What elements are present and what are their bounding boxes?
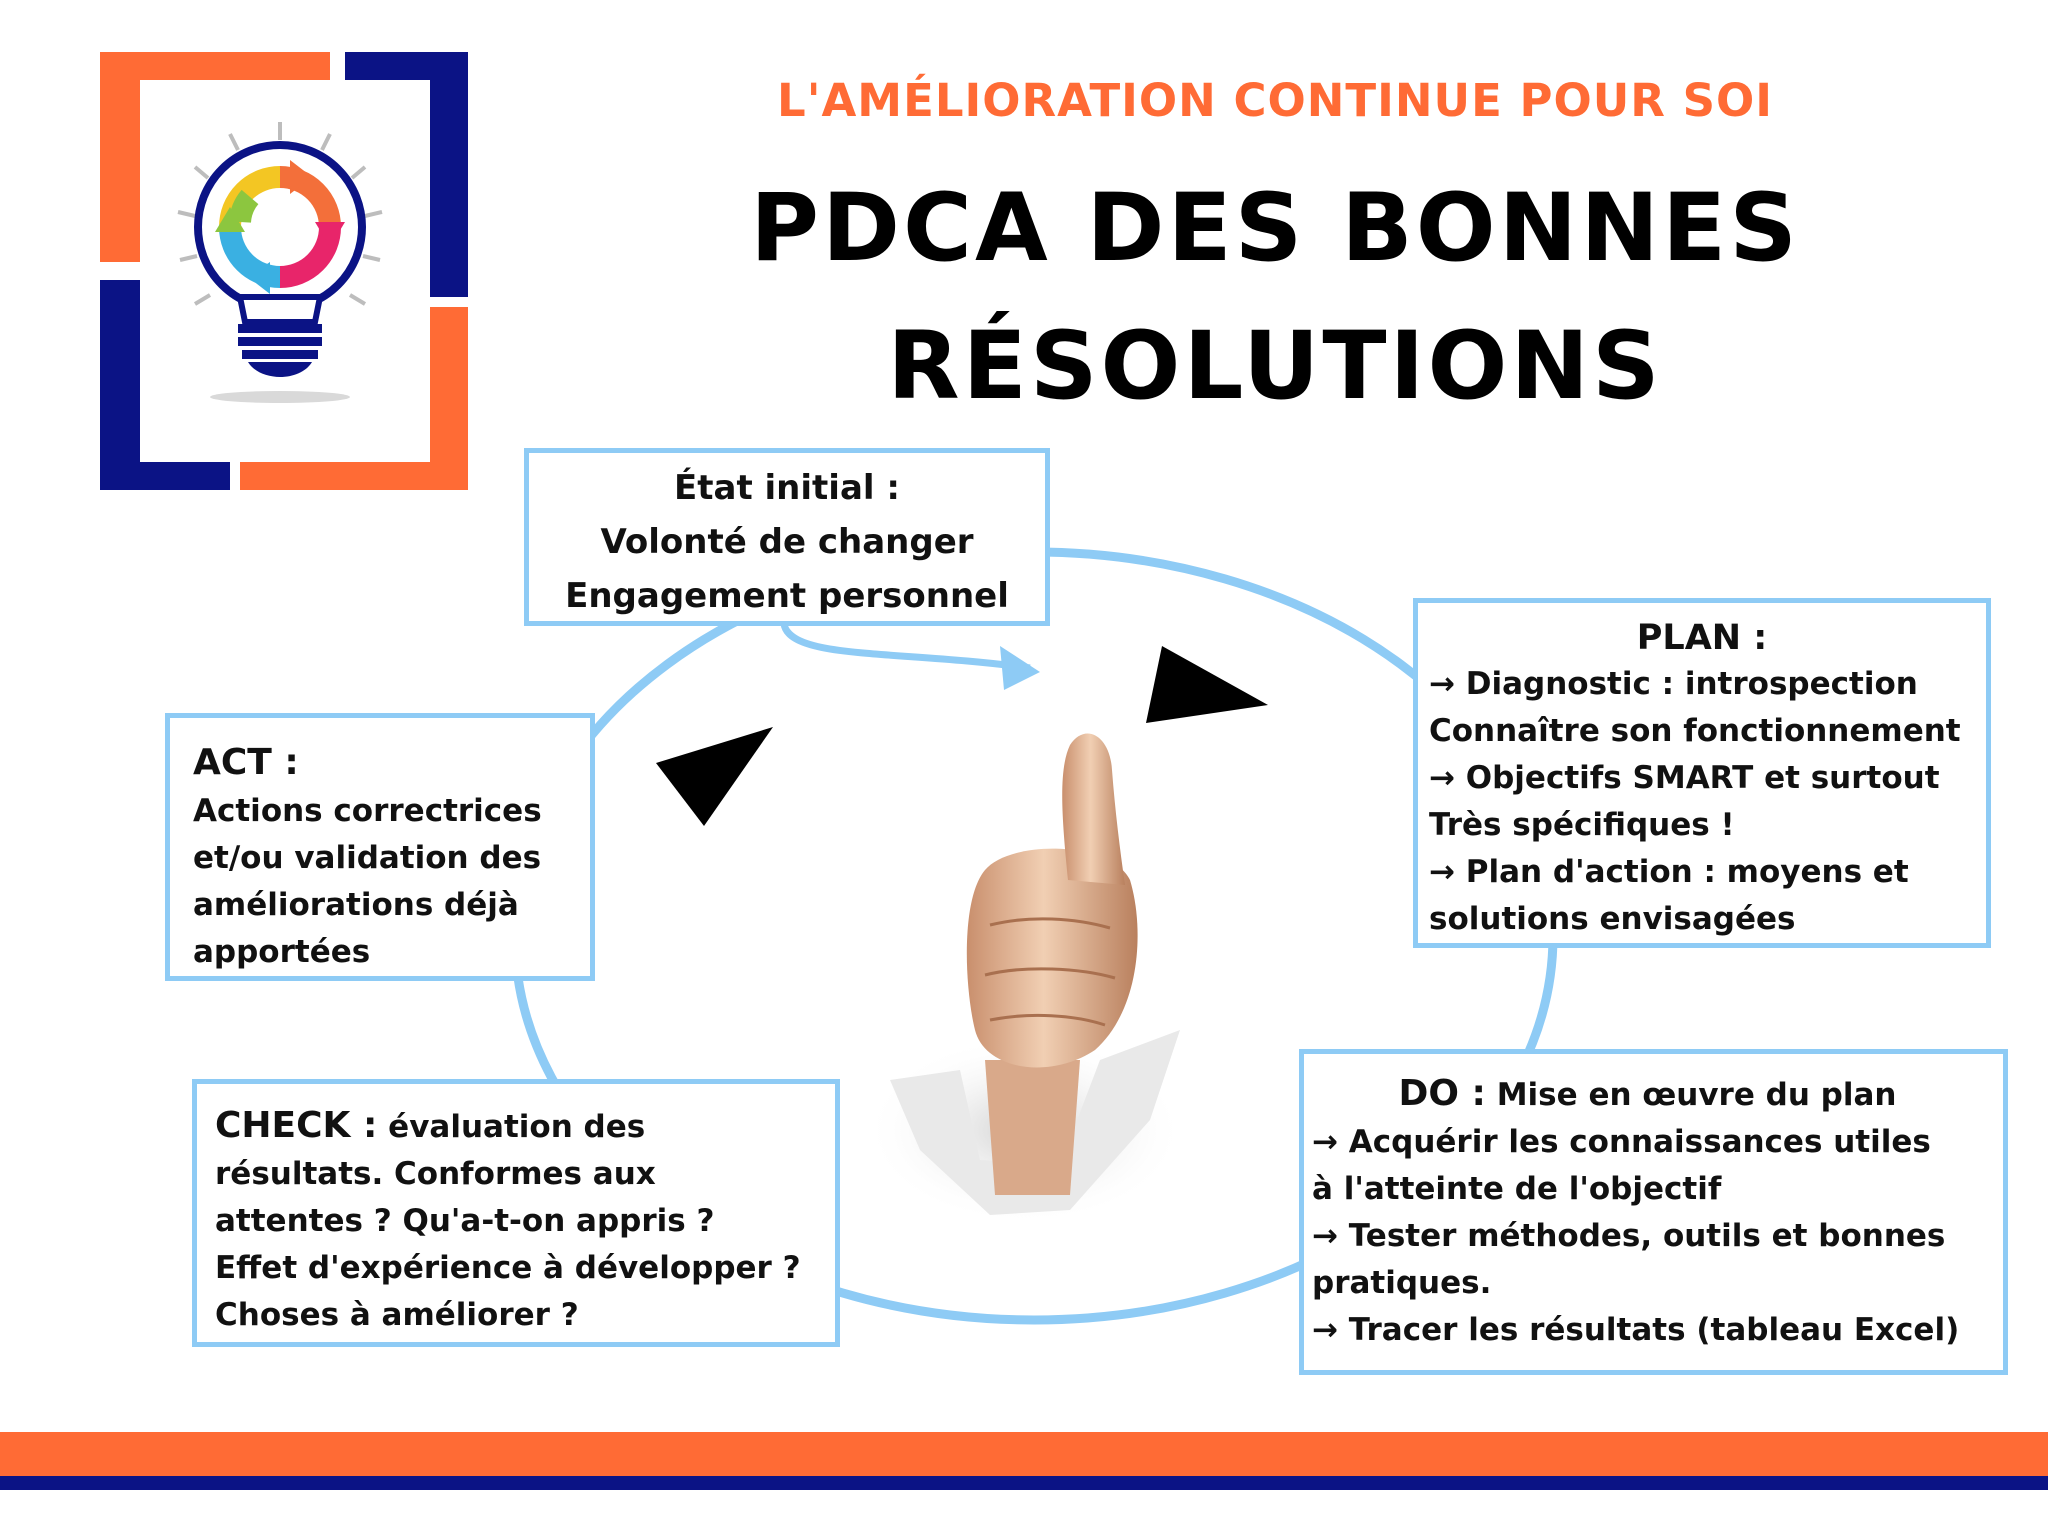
plan-line: → Diagnostic : introspection <box>1429 666 1918 702</box>
etat-initial-line: Engagement personnel <box>565 576 1009 616</box>
thumbs-up-image <box>865 733 1185 1225</box>
check-box: CHECK : évaluation des résultats. Confor… <box>192 1079 840 1347</box>
do-heading: DO : <box>1398 1073 1486 1114</box>
plan-line: Connaître son fonctionnement <box>1429 713 1961 749</box>
act-line: apportées <box>193 934 371 970</box>
do-first-line: DO : Mise en œuvre du plan <box>1312 1070 2003 1119</box>
check-first-line: CHECK : évaluation des <box>215 1102 835 1151</box>
check-line: Effet d'expérience à développer ? <box>215 1250 801 1286</box>
check-line: Choses à améliorer ? <box>215 1297 579 1333</box>
footer-bar-orange <box>0 1432 2048 1476</box>
plan-line: Très spécifiques ! <box>1429 807 1735 843</box>
etat-initial-line: Volonté de changer <box>600 522 974 562</box>
plan-line: → Objectifs SMART et surtout <box>1429 760 1940 796</box>
act-line: et/ou validation des <box>193 840 542 876</box>
lightbulb-cycle-icon <box>100 52 468 490</box>
cycle-arrowhead-top <box>1146 646 1268 723</box>
plan-box: PLAN : → Diagnostic : introspection Conn… <box>1413 598 1991 948</box>
page-title-line-2: RÉSOLUTIONS <box>887 312 1663 421</box>
act-box: ACT : Actions correctrices et/ou validat… <box>165 713 595 981</box>
etat-initial-heading: État initial : <box>674 468 900 508</box>
check-line: attentes ? Qu'a-t-on appris ? <box>215 1203 715 1239</box>
plan-line: → Plan d'action : moyens et <box>1429 854 1909 890</box>
plan-line: solutions envisagées <box>1429 901 1796 937</box>
plan-heading: PLAN : <box>1636 618 1768 658</box>
act-line: améliorations déjà <box>193 887 519 923</box>
connector-line <box>780 622 1031 672</box>
check-line: résultats. Conformes aux <box>215 1156 656 1192</box>
do-line: → Acquérir les connaissances utiles <box>1312 1124 1931 1160</box>
do-line: à l'atteinte de l'objectif <box>1312 1171 1722 1207</box>
act-line: Actions correctrices <box>193 793 542 829</box>
do-box: DO : Mise en œuvre du plan → Acquérir le… <box>1299 1049 2008 1375</box>
do-line: → Tracer les résultats (tableau Excel) <box>1312 1312 1960 1348</box>
page-title: PDCA DES BONNES RÉSOLUTIONS <box>640 160 1910 436</box>
footer-bar-navy <box>0 1476 2048 1490</box>
do-line: Mise en œuvre du plan <box>1485 1077 1897 1113</box>
do-line: → Tester méthodes, outils et bonnes <box>1312 1218 1946 1254</box>
check-heading: CHECK : <box>215 1105 378 1146</box>
page-title-line-1: PDCA DES BONNES <box>750 174 1800 283</box>
act-heading: ACT : <box>193 742 299 783</box>
etat-initial-box: État initial : Volonté de changer Engage… <box>524 448 1050 626</box>
check-line: évaluation des <box>377 1109 646 1145</box>
do-line: pratiques. <box>1312 1265 1492 1301</box>
page-subtitle: L'AMÉLIORATION CONTINUE POUR SOI <box>777 74 1773 127</box>
cycle-arrowhead-left <box>656 727 773 826</box>
connector-arrowhead <box>1000 646 1040 690</box>
